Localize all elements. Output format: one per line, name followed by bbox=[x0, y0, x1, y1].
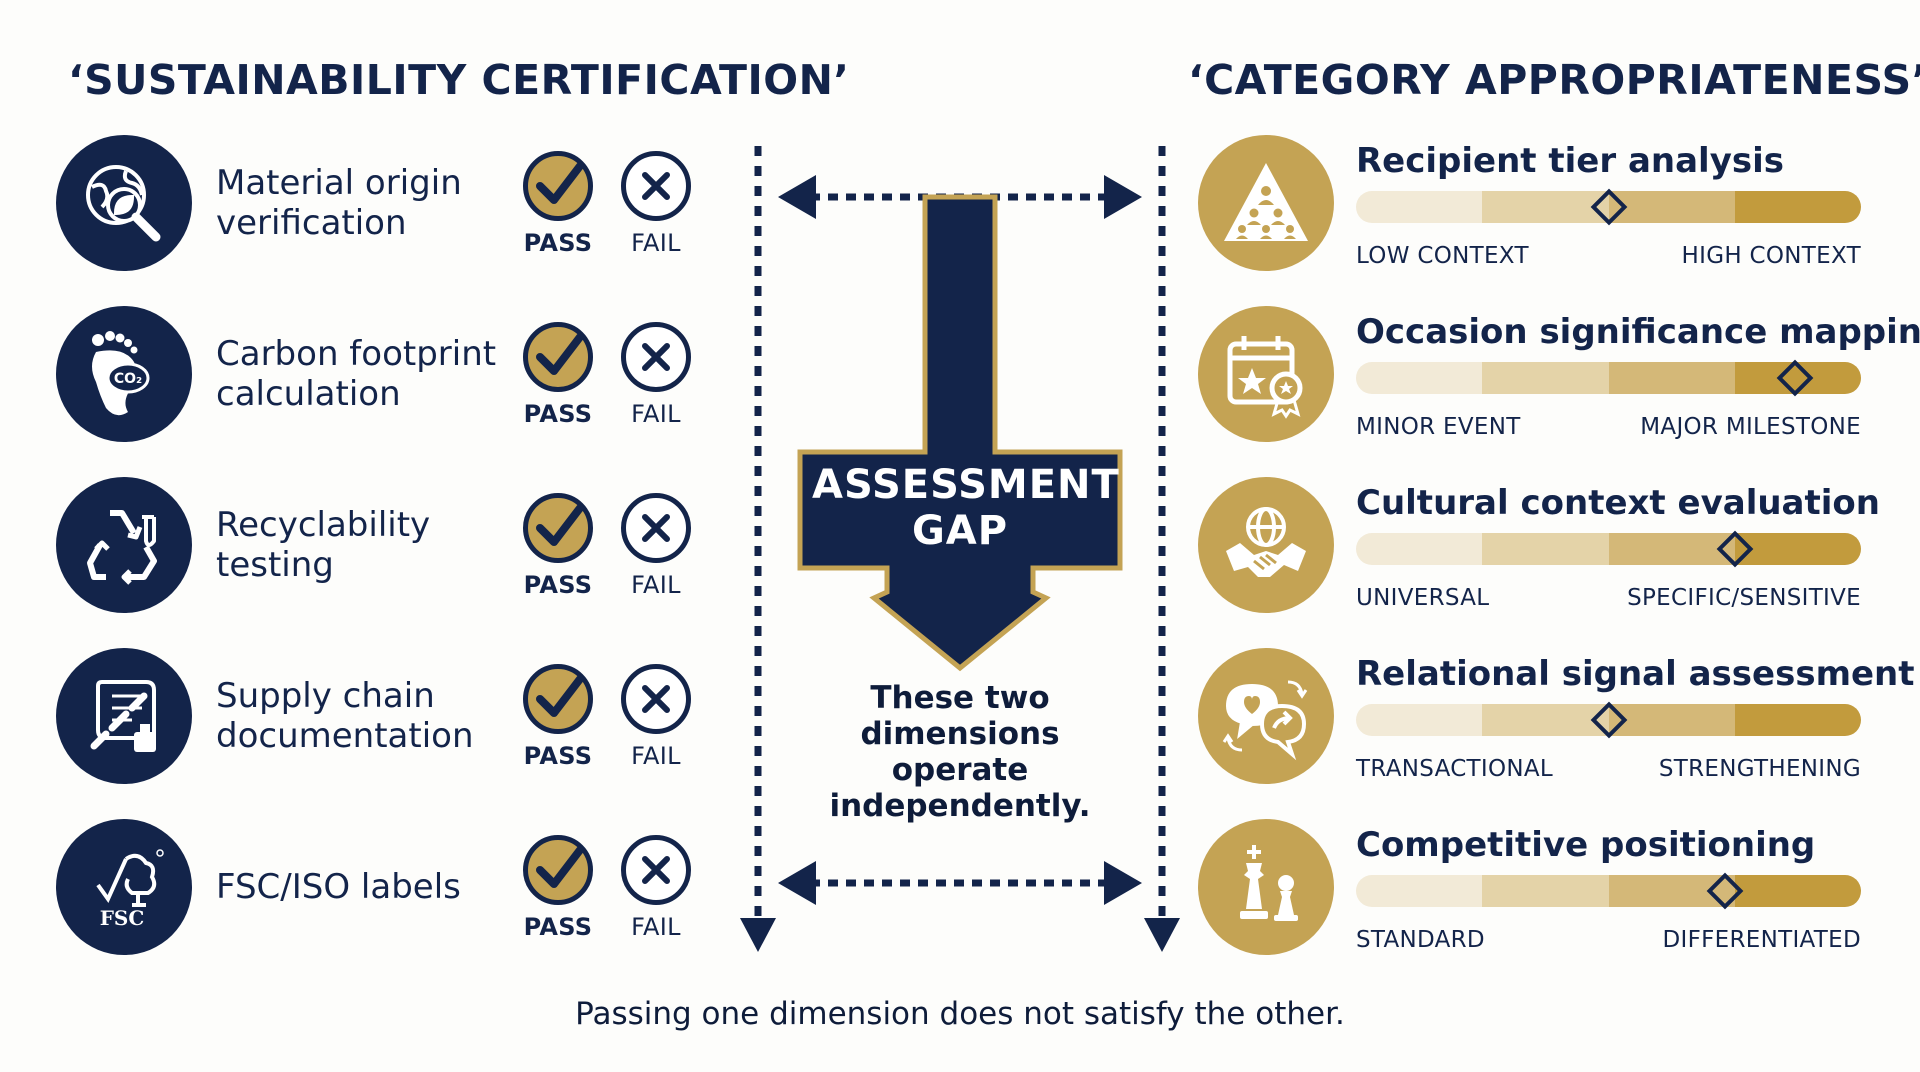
calendar-star-icon bbox=[1198, 306, 1334, 442]
scale-title: Cultural context evaluation bbox=[1356, 483, 1880, 523]
scale-track bbox=[1356, 362, 1861, 394]
scale-row-relational-signal: Relational signal assessment TRANSACTION… bbox=[1198, 648, 1915, 788]
footprint-co2-icon: CO₂ bbox=[56, 306, 192, 442]
fail-label: FAIL bbox=[631, 229, 681, 257]
pass-label: PASS bbox=[523, 913, 593, 941]
scale-track bbox=[1356, 704, 1861, 736]
right-divider-arrowhead bbox=[1144, 918, 1180, 952]
scale-high-label: DIFFERENTIATED bbox=[1662, 927, 1861, 953]
cross-icon bbox=[621, 664, 691, 734]
sustainability-certification-heading: ‘SUSTAINABILITY CERTIFICATION’ bbox=[68, 56, 850, 104]
check-row-supply-chain: Supply chain documentation PASS FAIL bbox=[56, 648, 706, 788]
fail-label: FAIL bbox=[631, 400, 681, 428]
scale-title: Relational signal assessment bbox=[1356, 654, 1915, 694]
check-label: FSC/ISO labels bbox=[216, 867, 461, 907]
chat-bubbles-icon bbox=[1198, 648, 1334, 784]
scale-title: Competitive positioning bbox=[1356, 825, 1816, 865]
cross-icon bbox=[621, 322, 691, 392]
fail-label: FAIL bbox=[631, 913, 681, 941]
scale-row-recipient-tier: Recipient tier analysis LOW CONTEXT HIGH… bbox=[1198, 135, 1868, 275]
pass-indicator: PASS bbox=[513, 835, 603, 941]
pass-indicator: PASS bbox=[513, 322, 603, 428]
check-icon bbox=[523, 493, 593, 563]
svg-text:CO₂: CO₂ bbox=[114, 371, 142, 387]
fail-indicator: FAIL bbox=[611, 493, 701, 599]
scale-high-label: HIGH CONTEXT bbox=[1681, 243, 1861, 269]
scale-high-label: STRENGTHENING bbox=[1658, 756, 1861, 782]
scale-low-label: STANDARD bbox=[1356, 927, 1485, 953]
globe-handshake-icon bbox=[1198, 477, 1334, 613]
recycle-icon bbox=[56, 477, 192, 613]
cross-icon bbox=[621, 151, 691, 221]
check-row-material-origin: Material origin verification PASS FAIL bbox=[56, 135, 706, 275]
scale-low-label: LOW CONTEXT bbox=[1356, 243, 1529, 269]
scale-track bbox=[1356, 875, 1861, 907]
check-icon bbox=[523, 322, 593, 392]
pass-indicator: PASS bbox=[513, 493, 603, 599]
scale-low-label: MINOR EVENT bbox=[1356, 414, 1521, 440]
chess-pieces-icon bbox=[1198, 819, 1334, 955]
fail-indicator: FAIL bbox=[611, 322, 701, 428]
pass-indicator: PASS bbox=[513, 664, 603, 770]
bottom-double-arrow bbox=[778, 861, 1142, 905]
check-label: Recyclability testing bbox=[216, 505, 431, 585]
scale-row-cultural-context: Cultural context evaluation UNIVERSAL SP… bbox=[1198, 477, 1880, 617]
scale-track bbox=[1356, 191, 1861, 223]
left-divider-arrowhead bbox=[740, 918, 776, 952]
pass-indicator: PASS bbox=[513, 151, 603, 257]
scale-row-competitive-positioning: Competitive positioning STANDARD DIFFERE… bbox=[1198, 819, 1868, 959]
top-double-arrow bbox=[778, 175, 1142, 219]
pyramid-people-icon bbox=[1198, 135, 1334, 271]
globe-leaf-magnifier-icon bbox=[56, 135, 192, 271]
scale-high-label: MAJOR MILESTONE bbox=[1640, 414, 1861, 440]
independence-note: These two dimensions operate independent… bbox=[829, 680, 1091, 824]
scale-row-occasion-significance: Occasion significance mapping MINOR EVEN… bbox=[1198, 306, 1920, 446]
cross-icon bbox=[621, 835, 691, 905]
check-label: Carbon footprint calculation bbox=[216, 334, 497, 414]
scale-title: Occasion significance mapping bbox=[1356, 312, 1920, 352]
fail-label: FAIL bbox=[631, 742, 681, 770]
cross-icon bbox=[621, 493, 691, 563]
scale-low-label: UNIVERSAL bbox=[1356, 585, 1490, 611]
check-row-recyclability: Recyclability testing PASS FAIL bbox=[56, 477, 706, 617]
fail-indicator: FAIL bbox=[611, 835, 701, 941]
pass-label: PASS bbox=[523, 571, 593, 599]
footer-note: Passing one dimension does not satisfy t… bbox=[575, 996, 1345, 1032]
assessment-gap-title: ASSESSMENT GAP bbox=[812, 462, 1120, 554]
pass-label: PASS bbox=[523, 400, 593, 428]
check-label: Material origin verification bbox=[216, 163, 462, 243]
gap-arrow bbox=[797, 194, 1123, 672]
check-icon bbox=[523, 664, 593, 734]
scale-high-label: SPECIFIC/SENSITIVE bbox=[1627, 585, 1861, 611]
fail-label: FAIL bbox=[631, 571, 681, 599]
check-label: Supply chain documentation bbox=[216, 676, 474, 756]
fsc-logo-text: FSC bbox=[100, 906, 145, 930]
check-icon bbox=[523, 151, 593, 221]
fsc-tree-icon: FSC bbox=[56, 819, 192, 955]
check-icon bbox=[523, 835, 593, 905]
pass-label: PASS bbox=[523, 742, 593, 770]
scale-low-label: TRANSACTIONAL bbox=[1356, 756, 1554, 782]
pass-label: PASS bbox=[523, 229, 593, 257]
check-row-fsc-iso: FSC FSC/ISO labels PASS FAIL bbox=[56, 819, 706, 959]
scale-title: Recipient tier analysis bbox=[1356, 141, 1785, 181]
fail-indicator: FAIL bbox=[611, 664, 701, 770]
check-row-carbon-footprint: CO₂ Carbon footprint calculation PASS FA… bbox=[56, 306, 706, 446]
scale-track bbox=[1356, 533, 1861, 565]
chain-document-icon bbox=[56, 648, 192, 784]
category-appropriateness-heading: ‘CATEGORY APPROPRIATENESS’ bbox=[1188, 56, 1920, 104]
fail-indicator: FAIL bbox=[611, 151, 701, 257]
